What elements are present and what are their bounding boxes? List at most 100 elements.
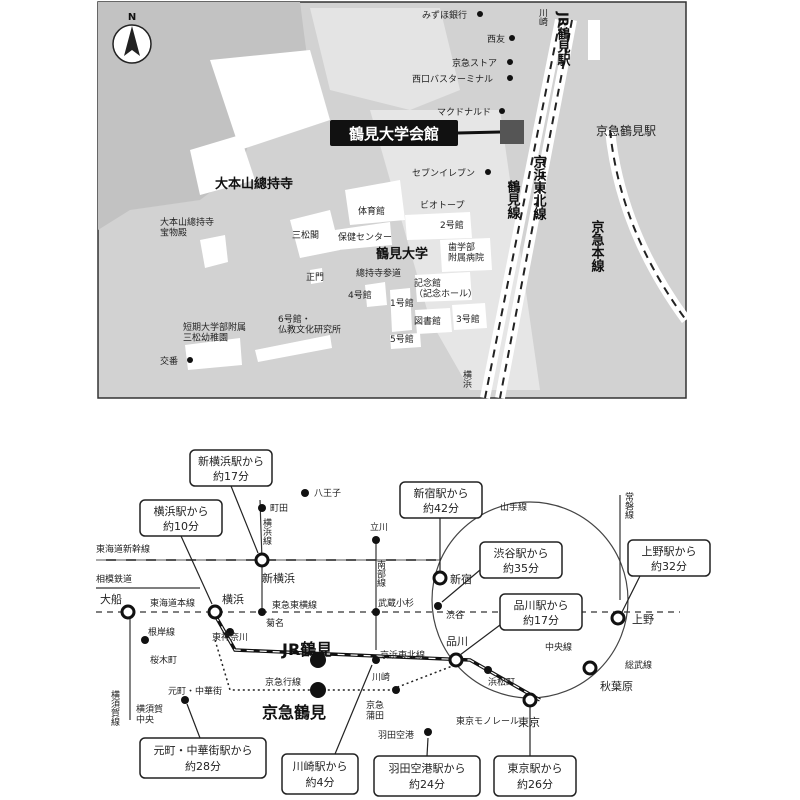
station-sakuragicho-dot (141, 636, 149, 644)
station-shibuya: 渋谷 (446, 609, 464, 621)
callout-motomachi-pointer (186, 703, 201, 739)
keikyu-line (214, 639, 456, 691)
station-ofuna-dot (120, 604, 136, 620)
callout-yokohama-time: 約10分 (163, 519, 199, 533)
station-jr-tsurumi: JR鶴見 (281, 640, 332, 659)
callout-shinjuku-box (399, 481, 483, 519)
poi-bldg1: 1号館 (390, 297, 414, 309)
station-ofuna: 大船 (100, 592, 122, 606)
line-negishi: 根岸線 (148, 626, 175, 638)
area-map: N 鶴見大学会館 JR鶴見駅 京急鶴見駅 京浜東北線 鶴見線 京急本線 みずほ銀… (97, 1, 691, 399)
station-shibuya-dot (434, 602, 442, 610)
poi-seiyu-dot (509, 35, 515, 41)
poi-temple: 大本山總持寺 (215, 176, 293, 192)
route-map: 東海道新幹線 相模鉄道 東海道本線 京浜東北線 京急行線 横浜線 南部線 東急東… (96, 449, 711, 797)
station-shinjuku: 新宿 (450, 572, 472, 586)
station-shinyokohama: 新横浜 (262, 571, 295, 585)
station-kawasaki-dot (372, 656, 380, 664)
callout-tokyo-box (493, 755, 577, 797)
poi-university: 鶴見大学 (376, 246, 428, 262)
bldg4-building (365, 282, 387, 307)
poi-seven-dot (485, 169, 491, 175)
poi-dental-line-1: 附属病院 (448, 251, 484, 263)
poi-mizuho: みずほ銀行 (422, 9, 467, 21)
poi-seven: セブンイレブン (412, 167, 475, 179)
station-kikuna-dot (258, 608, 266, 616)
poi-treasure-line-0: 大本山總持寺 (160, 216, 214, 228)
poi-mcdonalds-dot (499, 108, 505, 114)
callout-shinyokohama-pointer (230, 485, 259, 554)
callout-shinagawa-time: 約17分 (523, 613, 559, 627)
treasure-hall-block (200, 235, 228, 268)
line-keikyu: 京急行線 (265, 676, 301, 688)
station-yokosuka-chuo-line-0: 横須賀 (136, 703, 163, 715)
callout-kawasaki-box (281, 753, 359, 795)
callout-shinagawa-pointer (459, 624, 501, 656)
station-ueno: 上野 (632, 613, 654, 626)
station-tokyo: 東京 (518, 715, 540, 729)
station-motomachi: 元町・中華街 (168, 685, 222, 697)
venue-label: 鶴見大学会館 (349, 125, 439, 143)
venue-label-box (330, 120, 458, 146)
poi-mizuho-dot (477, 11, 483, 17)
bldg2-building (405, 212, 472, 240)
station-hamamatsucho: 浜松町 (488, 676, 515, 688)
callout-shinyokohama-from: 新横浜駅から (198, 454, 264, 468)
sanshokaku-building (290, 210, 340, 258)
callout-kawasaki-from: 川崎駅から (293, 759, 348, 773)
callout-shinagawa-box (499, 593, 583, 631)
poi-kinen-line-1: （記念ホール） (414, 287, 477, 299)
poi-dental: 歯学部附属病院 (448, 241, 484, 263)
poi-bldg6-line-0: 6号館・ (278, 313, 311, 325)
station-shinagawa: 品川 (446, 635, 468, 648)
north-arrow: N (112, 12, 152, 64)
bldg3-building (452, 303, 487, 330)
callout-ueno-time: 約32分 (651, 559, 687, 573)
station-yokosuka-chuo: 横須賀中央 (136, 703, 163, 725)
line-tokaido-main: 東海道本線 (150, 597, 195, 609)
poi-bldg6: 6号館・仏教文化研究所 (278, 313, 341, 335)
station-haneda-dot (424, 728, 432, 736)
poi-bldg4: 4号館 (348, 289, 372, 301)
station-keikyu-kamata-line-1: 蒲田 (366, 709, 384, 721)
stations: 八王子 町田 立川 新横浜 新宿 大船 横浜 菊名 武蔵小杉 渋谷 品川 上野 … (100, 488, 654, 741)
poi-treasure-line-1: 宝物殿 (160, 226, 187, 238)
station-keikyu-tsurumi: 京急鶴見 (262, 703, 326, 722)
jr-station-building (588, 20, 600, 60)
station-hachioji: 八王子 (314, 488, 341, 499)
callout-haneda-pointer (426, 737, 429, 757)
poi-sando: 總持寺参道 (356, 267, 401, 279)
callout-kawasaki-time: 約4分 (306, 775, 335, 789)
poi-keikyu-store: 京急ストア (452, 57, 497, 69)
north-arrow-icon (124, 26, 140, 56)
station-shinagawa-dot (448, 652, 464, 668)
station-ueno-dot (610, 610, 626, 626)
poi-keikyu-store-dot (507, 59, 513, 65)
poi-kinen: 記念館（記念ホール） (414, 277, 477, 299)
venue-pointer (457, 130, 501, 135)
station-yokohama: 横浜 (222, 592, 244, 606)
north-block (310, 8, 460, 110)
poi-bldg3: 3号館 (456, 313, 480, 325)
station-akihabara: 秋葉原 (600, 679, 633, 693)
callout-motomachi-time: 約28分 (185, 759, 221, 773)
line-joban: 常磐線 (623, 491, 634, 519)
bldg6-building (255, 335, 332, 362)
dir-yokohama: 横浜 (461, 369, 472, 389)
poi-kindergarten-line-0: 短期大学部附属 (183, 321, 246, 333)
station-kawasaki: 川崎 (372, 671, 390, 683)
station-akihabara-dot (582, 660, 598, 676)
callout-ueno-box (627, 539, 711, 577)
poi-dental-line-0: 歯学部 (448, 241, 475, 253)
rail-track-bg (480, 19, 565, 399)
dir-kawasaki: 川崎 (537, 8, 548, 26)
callout-motomachi-from: 元町・中華街駅から (154, 743, 253, 757)
poi-bldg2: 2号館 (440, 219, 464, 231)
poi-west-bus: 西口バスターミナル (412, 74, 493, 85)
health-center-building (335, 222, 392, 250)
station-musashikosugi-dot (372, 608, 380, 616)
line-yokohama: 横浜線 (261, 517, 272, 545)
line-tokyo-monorail: 東京モノレール (456, 715, 519, 727)
callout-shibuya-pointer (441, 569, 481, 603)
